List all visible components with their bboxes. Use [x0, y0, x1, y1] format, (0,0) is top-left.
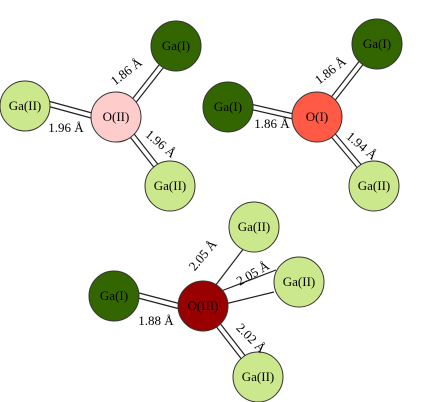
bond-length-label: 2.02 Å: [233, 320, 269, 356]
structure-1: Ga(I) Ga(II) O(II) Ga(II) 1.86 Å 1.96 Å …: [0, 20, 202, 212]
bond-double-line: [218, 321, 248, 359]
bond-single-line: [224, 291, 275, 305]
atom-label: O(III): [187, 298, 218, 313]
atom-ga-i: Ga(I): [150, 20, 202, 72]
bond-double-line: [126, 132, 157, 171]
atom-o-iii: O(III): [177, 280, 229, 332]
atom-label: Ga(I): [162, 38, 190, 53]
bond-double-line: [137, 297, 181, 310]
atom-circle: [348, 160, 400, 212]
bond-length-label: 1.86 Å: [254, 116, 290, 131]
atom-label: Ga(II): [242, 369, 274, 384]
atom-ga-ii: Ga(II): [348, 160, 400, 212]
structure-2: Ga(I) Ga(I) O(I) Ga(II) 1.86 Å 1.86 Å 1.…: [202, 18, 403, 212]
atom-circle: [88, 270, 140, 322]
atom-ga-ii: Ga(II): [228, 201, 280, 253]
bond-double-line: [332, 61, 366, 104]
bond-single-line: [211, 247, 245, 291]
atom-o-ii: O(II): [90, 91, 142, 143]
bond-double-line: [214, 324, 244, 362]
atom-label: Ga(II): [283, 274, 315, 289]
bond-double-line: [138, 292, 182, 305]
atom-label: O(II): [103, 109, 130, 124]
bond-double-line: [327, 132, 361, 172]
atom-circle: [291, 91, 343, 143]
atom-label: Ga(II): [9, 98, 41, 113]
bond-single-line: [215, 269, 277, 294]
atom-label: Ga(II): [238, 219, 270, 234]
bond-length-label: 2.05 Å: [234, 257, 273, 288]
atom-ga-i: Ga(I): [88, 270, 140, 322]
bond-double-line: [46, 105, 92, 119]
structure-3: Ga(II) Ga(II) Ga(I) O(III) Ga(II) 2.05 Å…: [88, 201, 325, 402]
atom-ga-ii: Ga(II): [0, 80, 51, 132]
atom-circle: [228, 201, 280, 253]
bond-length-label: 1.96 Å: [48, 120, 84, 135]
atom-label: Ga(II): [358, 178, 390, 193]
atom-o-i: O(I): [291, 91, 343, 143]
bond-double-line: [130, 129, 161, 168]
atom-ga-ii: Ga(II): [273, 256, 325, 308]
atom-ga-ii: Ga(II): [232, 351, 284, 402]
atom-label: Ga(I): [214, 99, 242, 114]
atom-label: Ga(I): [100, 288, 128, 303]
atom-circle: [351, 18, 403, 70]
atom-circle: [144, 160, 196, 212]
bond-double-line: [248, 108, 294, 120]
atom-circle: [232, 351, 284, 402]
bond-length-label: 2.05 Å: [185, 236, 220, 273]
bond-double-line: [133, 62, 168, 106]
atom-circle: [177, 280, 229, 332]
bond-double-line: [47, 100, 93, 114]
atom-label: Ga(II): [154, 178, 186, 193]
atom-label: Ga(I): [363, 36, 391, 51]
bond-length-label: 1.88 Å: [138, 313, 174, 328]
bond-double-line: [129, 59, 164, 103]
atom-circle: [0, 80, 51, 132]
atom-circle: [90, 91, 142, 143]
atom-circle: [150, 20, 202, 72]
bond-length-label: 1.96 Å: [143, 126, 180, 161]
bond-double-line: [328, 58, 362, 101]
atom-circle: [273, 256, 325, 308]
atom-circle: [202, 81, 254, 133]
bond-double-line: [331, 129, 365, 169]
atom-label: O(I): [306, 109, 328, 124]
bond-double-line: [249, 103, 295, 115]
atom-ga-i: Ga(I): [351, 18, 403, 70]
atom-ga-i: Ga(I): [202, 81, 254, 133]
atom-ga-ii: Ga(II): [144, 160, 196, 212]
bond-length-label: 1.86 Å: [108, 54, 146, 88]
